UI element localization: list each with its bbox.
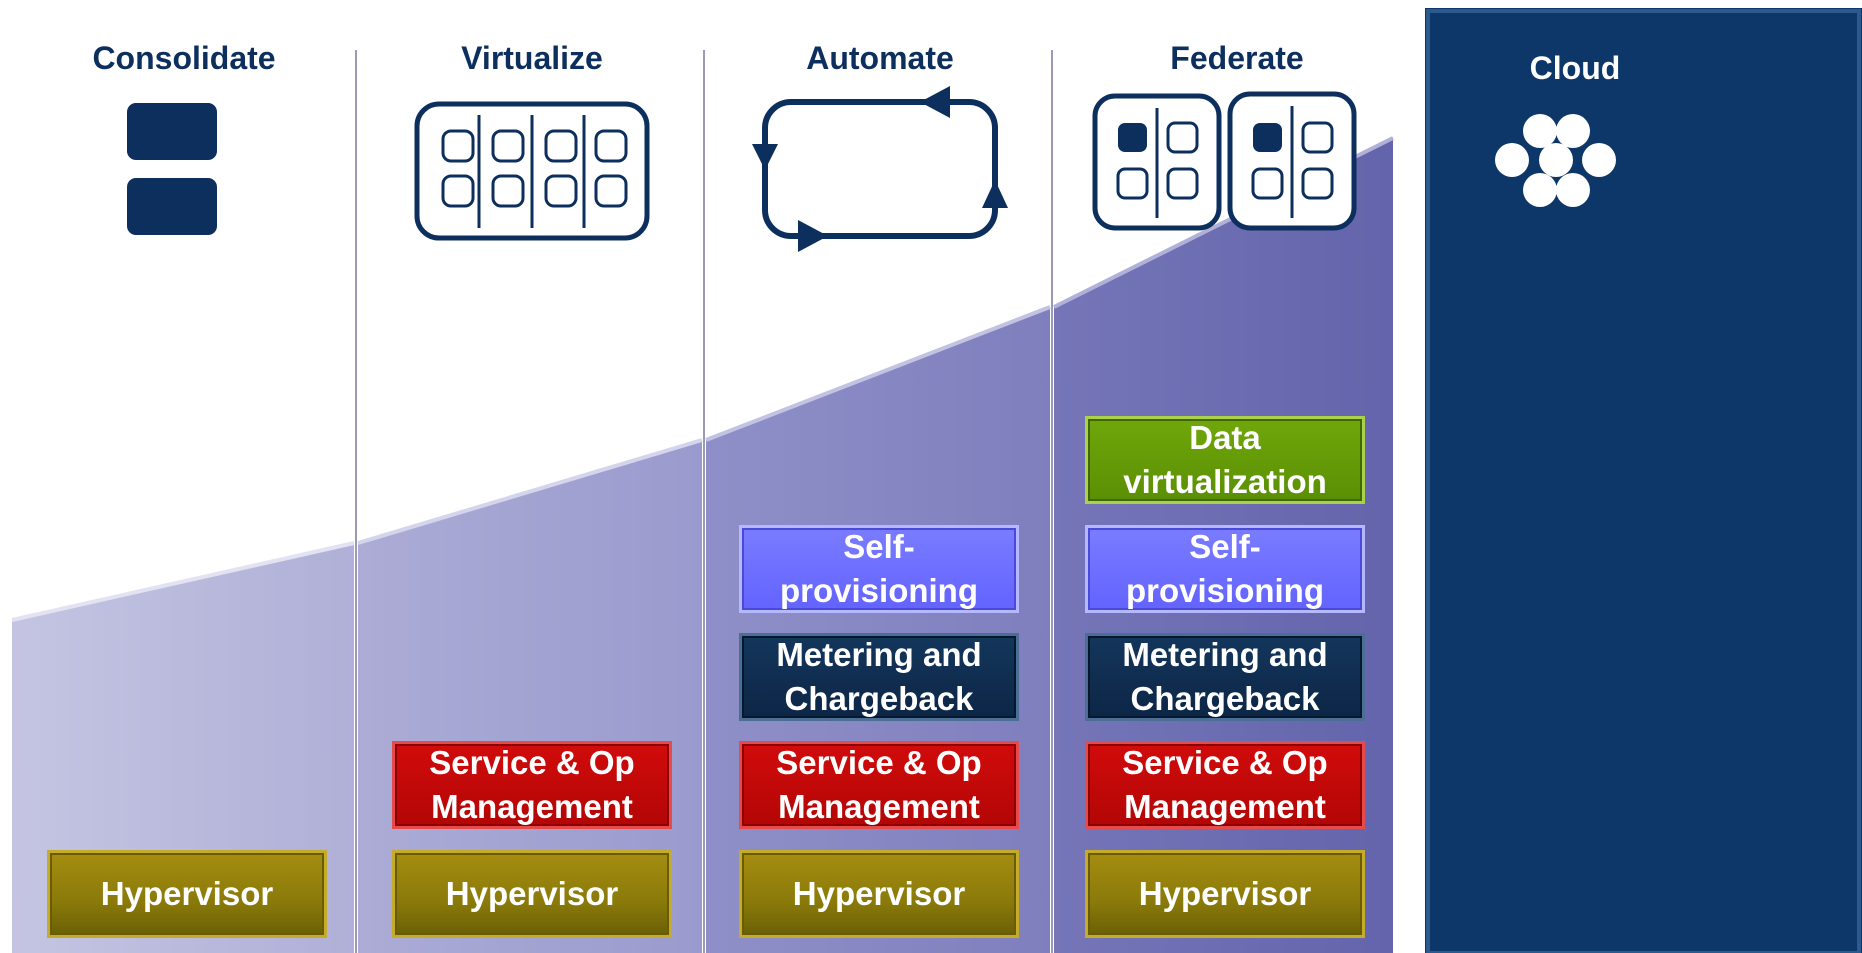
box-label-line2: provisioning (780, 572, 978, 609)
service-op-management-box: Service & Op Management (1085, 741, 1365, 829)
box-label-line1: Data (1189, 419, 1261, 456)
data-virtualization-box: Data virtualization (1085, 416, 1365, 504)
cloud-panel (1425, 8, 1862, 953)
cloud-title: Cloud (1529, 50, 1621, 86)
hypervisor-box: Hypervisor (47, 850, 327, 938)
hypervisor-box: Hypervisor (739, 850, 1019, 938)
box-label-line1: Service & Op (776, 744, 982, 781)
box-label-line1: Metering and (1122, 636, 1328, 673)
hypervisor-box: Hypervisor (1085, 850, 1365, 938)
box-label: Hypervisor (1138, 875, 1312, 912)
box-label-line2: Management (778, 788, 980, 825)
box-label-line2: provisioning (1126, 572, 1324, 609)
column-title-federate: Federate (1170, 40, 1304, 76)
box-label: Hypervisor (100, 875, 274, 912)
metering-chargeback-box: Metering and Chargeback (739, 633, 1019, 721)
box-label-line1: Metering and (776, 636, 982, 673)
service-op-management-box: Service & Op Management (392, 741, 672, 829)
box-label-line2: Management (1124, 788, 1326, 825)
column-title-consolidate: Consolidate (92, 40, 276, 76)
service-op-management-box: Service & Op Management (739, 741, 1019, 829)
self-provisioning-box: Self- provisioning (1085, 525, 1365, 613)
box-label-line2: virtualization (1123, 463, 1327, 500)
metering-chargeback-box: Metering and Chargeback (1085, 633, 1365, 721)
box-label-line2: Management (431, 788, 633, 825)
box-label-line1: Service & Op (429, 744, 635, 781)
column-title-automate: Automate (806, 40, 954, 76)
box-label-line2: Chargeback (784, 680, 974, 717)
self-provisioning-box: Self- provisioning (739, 525, 1019, 613)
box-label-line1: Self- (1189, 528, 1261, 565)
box-label: Hypervisor (445, 875, 619, 912)
box-label-line1: Service & Op (1122, 744, 1328, 781)
box-label-line1: Self- (843, 528, 915, 565)
hypervisor-box: Hypervisor (392, 850, 672, 938)
box-label-line2: Chargeback (1130, 680, 1320, 717)
box-label: Hypervisor (792, 875, 966, 912)
column-title-virtualize: Virtualize (461, 40, 603, 76)
